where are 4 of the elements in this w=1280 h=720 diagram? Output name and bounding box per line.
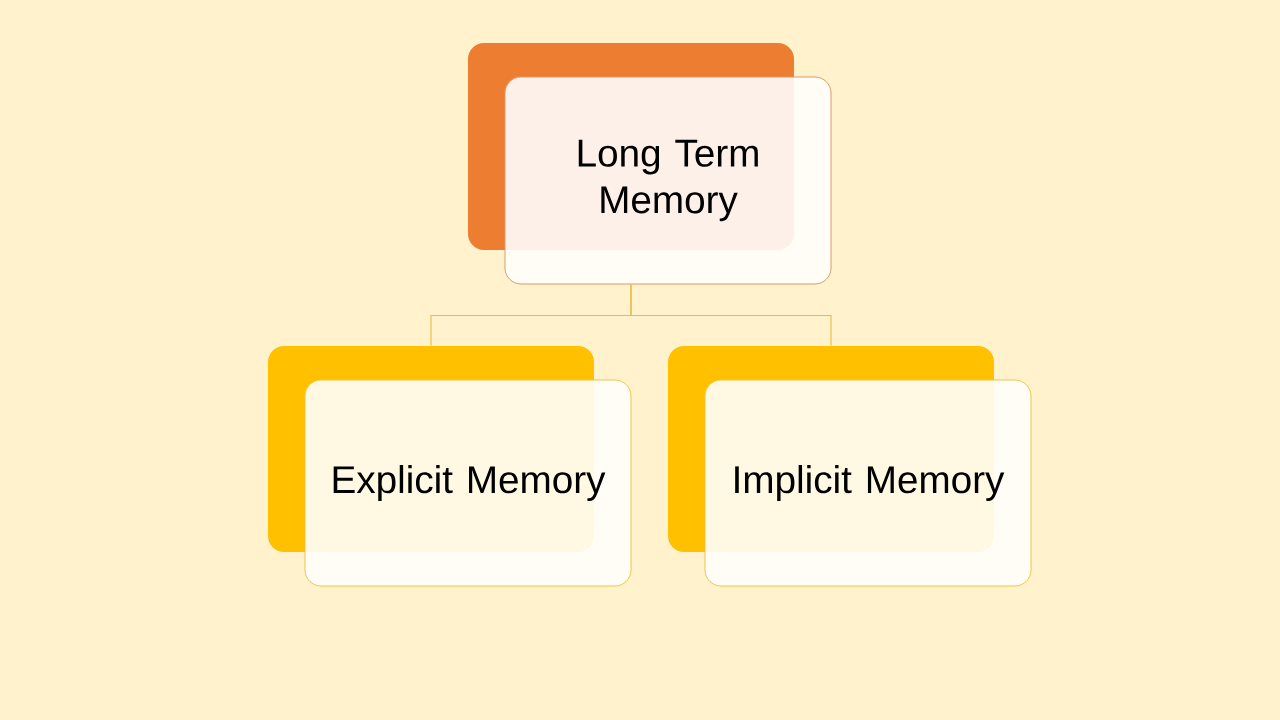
- stacked-card: Implicit Memory: [668, 346, 1032, 587]
- stacked-card: Explicit Memory: [268, 346, 632, 587]
- stacked-card: Long Term Memory: [468, 43, 832, 285]
- connector-line: [630, 283, 832, 347]
